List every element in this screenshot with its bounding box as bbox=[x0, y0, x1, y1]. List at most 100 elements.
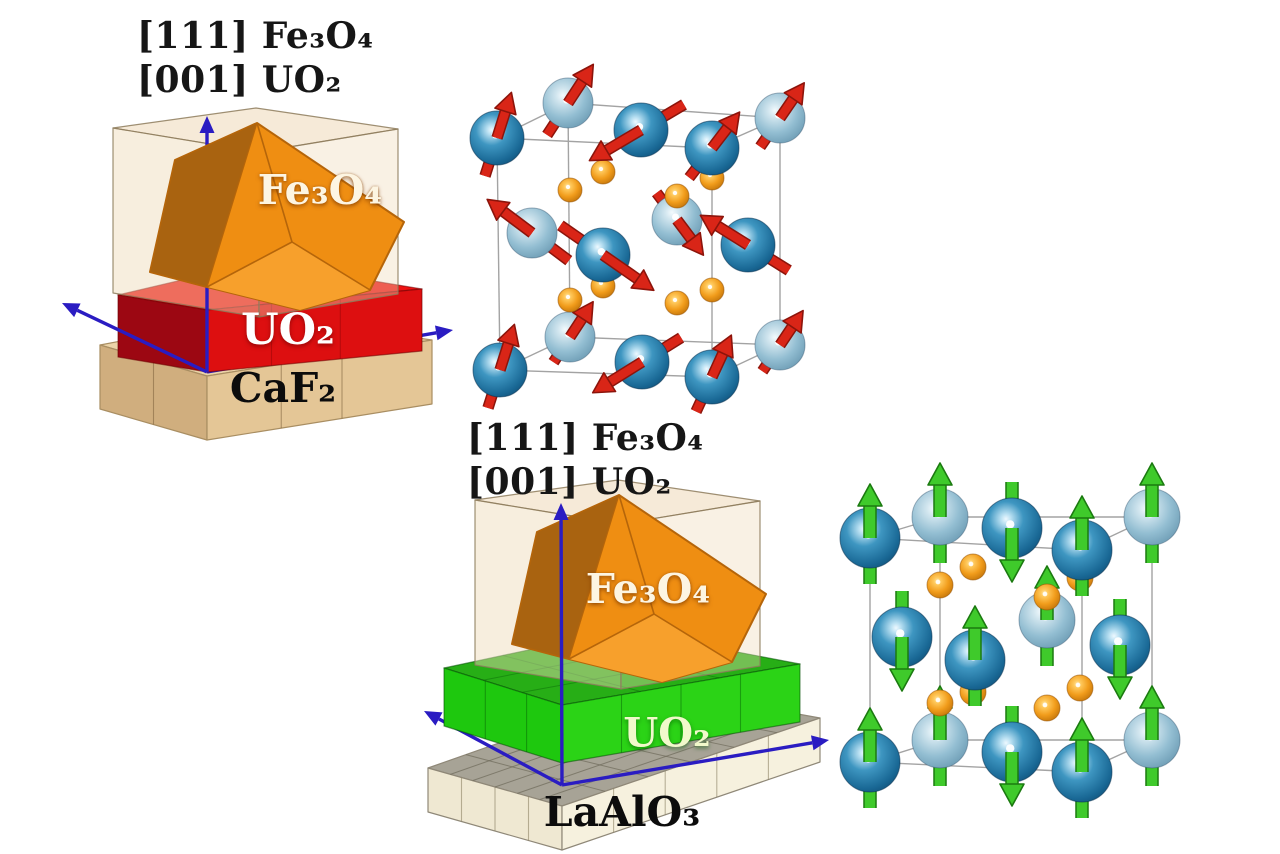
film-cube-bottom-face bbox=[207, 242, 370, 310]
atom-highlight bbox=[935, 579, 941, 585]
spin-arrowhead bbox=[1069, 717, 1095, 741]
film-cube-edge bbox=[568, 613, 655, 660]
crystal-axis-arrowhead bbox=[553, 503, 569, 521]
spin-arrowhead bbox=[1139, 685, 1165, 709]
spin-arrowhead bbox=[591, 371, 617, 394]
oxygen-atom bbox=[664, 183, 690, 209]
crystal-axis-line bbox=[559, 519, 564, 786]
spin-arrowhead bbox=[999, 559, 1025, 583]
oxygen-atom bbox=[699, 277, 725, 303]
atom-highlight bbox=[1042, 702, 1048, 708]
atom-highlight bbox=[968, 561, 974, 567]
caf2-heterostructure-panel bbox=[62, 107, 453, 441]
caf2-substrate-label: CaF₂ bbox=[229, 364, 337, 413]
spin-arrow-shaft bbox=[673, 217, 695, 242]
spin-arrow-shaft bbox=[607, 358, 645, 386]
spin-arrowhead bbox=[1139, 462, 1165, 486]
spin-arrow-shaft bbox=[708, 125, 731, 151]
film-cube-edge bbox=[291, 241, 371, 291]
film-cube-bottom-face bbox=[569, 614, 732, 682]
spin-arrowhead bbox=[486, 198, 511, 221]
laalo3-substrate-top-grid-line bbox=[465, 754, 606, 792]
spin-arrowhead bbox=[712, 334, 734, 359]
crystal-axis-arrowhead bbox=[810, 735, 829, 751]
atom-highlight bbox=[565, 294, 571, 300]
atom-highlight bbox=[707, 284, 713, 290]
unit-cell-edge bbox=[496, 137, 501, 371]
spin-arrowhead bbox=[497, 323, 520, 348]
oxygen-atom bbox=[926, 689, 954, 717]
spin-arrow-shaft bbox=[708, 351, 727, 379]
orientation-label-caf2-line2: [001] UO₂ bbox=[137, 59, 342, 101]
film-cube-edge bbox=[206, 241, 293, 288]
unit-cell-edge bbox=[496, 137, 713, 149]
spin-arrowhead bbox=[718, 111, 741, 136]
spin-arrow-shaft bbox=[500, 207, 535, 237]
laalo3-heterostructure-panel bbox=[424, 479, 829, 851]
atom-highlight bbox=[598, 166, 604, 172]
spin-arrowhead bbox=[572, 63, 595, 89]
spin-arrowhead bbox=[572, 300, 594, 326]
orientation-label-caf2-line1: [111] Fe₃O₄ bbox=[137, 15, 374, 57]
atom-highlight bbox=[896, 629, 905, 638]
atom-highlight bbox=[1114, 637, 1123, 646]
crystal-axis-arrowhead bbox=[62, 303, 81, 318]
spin-arrowhead bbox=[857, 707, 883, 731]
atom-highlight bbox=[1006, 520, 1015, 529]
uo2-1k-afm-cell-panel bbox=[839, 462, 1181, 818]
spin-arrowhead bbox=[962, 605, 988, 629]
unit-cell-edge bbox=[869, 761, 1083, 773]
oxygen-atom bbox=[1033, 583, 1061, 611]
oxygen-atom bbox=[1066, 674, 1094, 702]
oxygen-atom bbox=[590, 159, 616, 185]
atom-highlight bbox=[1042, 591, 1048, 597]
spin-arrow-shaft bbox=[715, 222, 751, 249]
atom-highlight bbox=[597, 247, 606, 256]
spin-arrow-shaft bbox=[600, 251, 640, 283]
spin-arrowhead bbox=[782, 309, 804, 334]
fe3o4-film-label-caf2: Fe₃O₄ bbox=[257, 166, 383, 215]
film-cube-edge bbox=[653, 613, 733, 663]
film-cube-side-face bbox=[149, 122, 258, 288]
unit-cell-edge bbox=[499, 369, 713, 378]
oxygen-atom bbox=[959, 553, 987, 581]
uo2-3k-afm-cell-panel bbox=[469, 63, 806, 414]
spin-arrowhead bbox=[783, 82, 806, 106]
oxygen-atom bbox=[1033, 694, 1061, 722]
spin-arrow-shaft bbox=[776, 96, 797, 121]
spin-arrowhead bbox=[857, 483, 883, 507]
uo2-layer-label-laalo3: UO₂ bbox=[623, 709, 711, 757]
spin-arrow-shaft bbox=[776, 324, 796, 348]
spin-arrow-shaft bbox=[492, 110, 510, 140]
orientation-label-laalo3-line1: [111] Fe₃O₄ bbox=[467, 417, 704, 459]
crystal-axis-line bbox=[76, 308, 208, 374]
oxygen-atom bbox=[664, 290, 690, 316]
atom-highlight bbox=[565, 184, 571, 190]
crystal-axis-arrowhead bbox=[424, 711, 443, 726]
atom-highlight bbox=[935, 697, 941, 703]
spin-arrowhead bbox=[588, 140, 614, 162]
laalo3-substrate-label: LaAlO₃ bbox=[543, 788, 701, 837]
crystal-axis-arrowhead bbox=[434, 325, 453, 341]
oxygen-atom bbox=[926, 571, 954, 599]
spin-arrow-shaft bbox=[604, 126, 644, 155]
oxygen-atom bbox=[557, 177, 583, 203]
orientation-label-laalo3-line2: [001] UO₂ bbox=[467, 461, 672, 503]
film-cube-edge bbox=[618, 494, 655, 615]
atom-highlight bbox=[672, 190, 678, 196]
spin-arrowhead bbox=[1069, 495, 1095, 519]
spin-arrowhead bbox=[927, 462, 953, 486]
spin-arrow-shaft bbox=[566, 316, 586, 340]
crystal-axis-arrowhead bbox=[199, 116, 215, 133]
spin-arrowhead bbox=[1107, 676, 1133, 700]
spin-arrow-shaft bbox=[564, 78, 586, 106]
spin-arrowhead bbox=[699, 214, 725, 237]
spin-arrow-shaft bbox=[495, 342, 513, 372]
spin-arrowhead bbox=[630, 269, 655, 292]
atom-highlight bbox=[672, 297, 678, 303]
spin-arrowhead bbox=[999, 783, 1025, 807]
spin-arrowhead bbox=[494, 91, 517, 116]
film-cube-edge bbox=[256, 122, 293, 243]
